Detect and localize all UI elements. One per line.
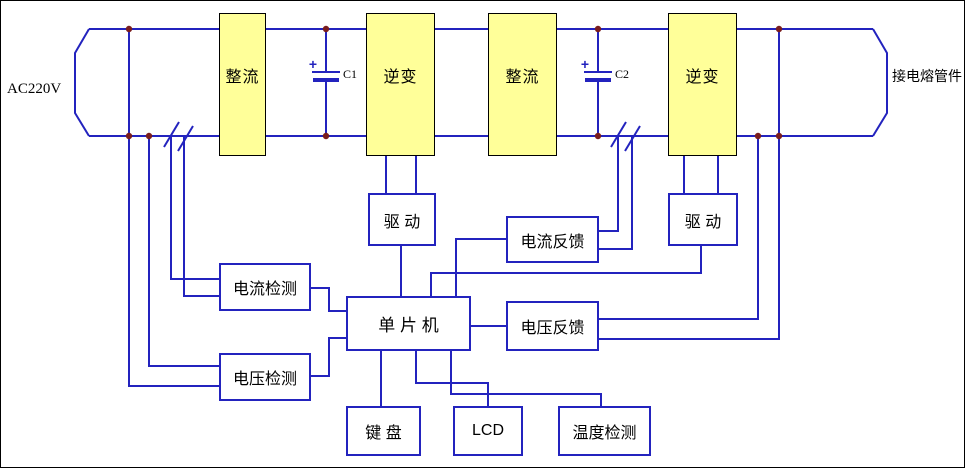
current-sense-wire-2: [183, 136, 219, 297]
ac-input-label: AC220V: [7, 81, 62, 97]
break-mark-left-1: [163, 121, 180, 148]
right-terminal-bracket: [872, 28, 888, 137]
voltage-sense-wire-2: [148, 136, 219, 367]
temperature-detection-box: 温度检测: [558, 406, 651, 456]
current-feedback-mcu-wire: [455, 238, 506, 296]
voltage-sense-wire-1: [128, 29, 219, 387]
voltage-feedback-box: 电压反馈: [506, 301, 599, 351]
mcu-temperature-wire: [450, 351, 602, 406]
drive-box-2: 驱 动: [668, 193, 738, 246]
lcd-box: LCD: [453, 406, 523, 456]
cap2-polarity-sign: +: [581, 56, 589, 72]
break-mark-right-1: [610, 121, 627, 148]
wires: [89, 28, 873, 406]
junction-dots: [125, 25, 783, 140]
current-sense-wire-1: [170, 136, 219, 280]
voltage-feedback-tap-wire-1: [599, 136, 759, 320]
inverter-block-1: 逆变: [366, 13, 435, 156]
left-terminal-bracket: [74, 28, 90, 137]
output-load-label: 接电熔管件: [892, 68, 962, 84]
mcu-box: 单 片 机: [346, 296, 471, 351]
drive-box-1: 驱 动: [368, 193, 436, 246]
terminal-brackets: [74, 28, 888, 137]
current-feedback-box: 电流反馈: [506, 216, 599, 263]
inverter-block-2: 逆变: [668, 13, 737, 156]
current-feedback-wire-1: [599, 136, 619, 232]
capacitor-c1-symbol: + C1: [309, 56, 357, 82]
cap1-polarity-sign: +: [309, 56, 317, 72]
rectifier-block-2: 整流: [488, 13, 557, 156]
drive2-mcu-wire: [430, 246, 702, 296]
break-mark-left-2: [177, 125, 194, 152]
cap1-label: C1: [343, 67, 357, 81]
break-mark-right-2: [624, 125, 641, 152]
current-detection-box: 电流检测: [219, 263, 311, 311]
capacitor-c2-symbol: + C2: [581, 56, 629, 82]
current-feedback-wire-2: [599, 136, 633, 250]
keyboard-box: 键 盘: [346, 406, 421, 456]
voltage-detection-box: 电压检测: [219, 353, 311, 401]
current-detect-mcu-wire: [311, 287, 346, 312]
line-break-marks: [163, 121, 641, 152]
voltage-detect-mcu-wire: [311, 337, 346, 377]
cap2-label: C2: [615, 67, 629, 81]
rectifier-block-1: 整流: [219, 13, 266, 156]
voltage-feedback-tap-wire-2: [599, 29, 780, 340]
